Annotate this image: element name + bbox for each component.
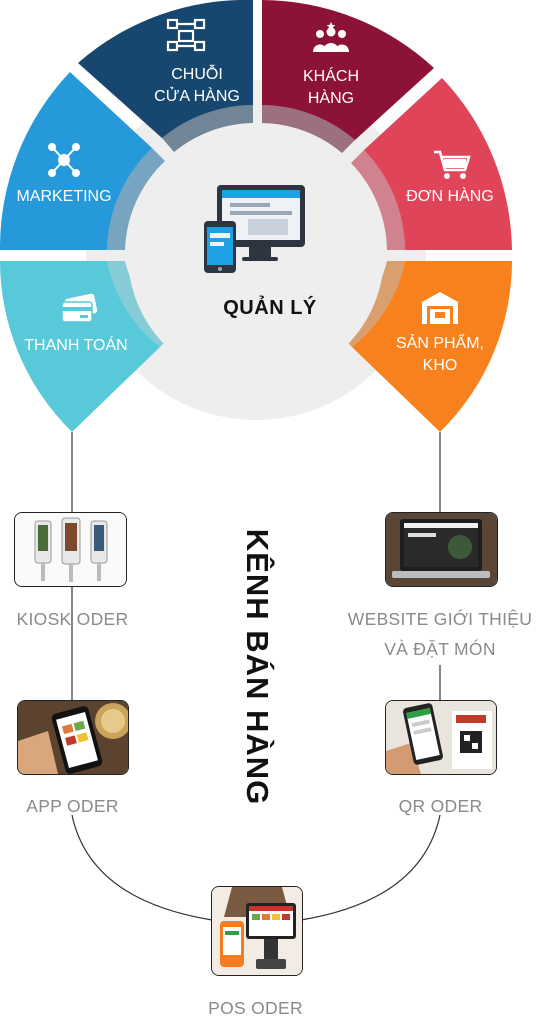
sales-channel-title: KÊNH BÁN HÀNG [240,528,275,806]
desktop-management-icon [204,185,305,273]
segment-label-line2: KHO [422,357,458,374]
kiosk-label: KIOSK ODER [16,609,129,629]
segment-label-line2: CỬA HÀNG [154,88,240,105]
segment-don-hang [364,78,512,250]
inner-band-blue [107,148,165,250]
segment-label-line1: KHÁCH [302,68,359,85]
segment-thanh-toan [0,261,160,432]
pos-terminal-photo [211,886,303,976]
segment-label-line1: ĐƠN HÀNG [406,188,494,205]
segment-chuoi-cua-hang [78,0,253,138]
kiosk-photo [14,512,127,587]
inner-band-navy [162,105,253,152]
warehouse-icon [422,292,458,324]
segment-label-don-hang: ĐƠN HÀNG [375,186,525,208]
segment-san-pham-kho [352,261,512,432]
segment-khach-hang [262,0,434,140]
website-label: WEBSITE GIỚI THIỆU VÀ ĐẶT MÓN [340,604,537,664]
laptop-photo [385,512,498,587]
kiosk-unit [34,517,108,582]
connector-curve [71,814,213,921]
segment-label-line1: CHUỖI [171,66,223,83]
network-icon [48,143,80,177]
segment-label-line2: HÀNG [307,90,355,107]
cart-icon [434,150,471,179]
qr-phone-photo [385,700,497,775]
qr-label: QR ODER [398,796,483,816]
payment-card-icon [61,293,98,323]
center-title: QUẢN LÝ [223,297,317,319]
website-label-line2: VÀ ĐẶT MÓN [384,639,496,659]
segment-label-line1: MARKETING [16,188,112,205]
connector-curve [300,814,441,921]
segment-label-line1: SẢN PHẨM, [395,335,484,352]
segment-label-thanh-toan: THANH TOÁN [1,335,151,357]
app-label: APP ODER [26,796,119,816]
customers-icon [313,22,349,52]
inner-band-maroon [262,105,355,153]
phone-app-photo [17,700,129,775]
pos-label: POS ODER [208,998,303,1018]
segment-label-chuoi-cua-hang: CHUỖI CỬA HÀNG [122,64,272,108]
segment-label-marketing: MARKETING [0,186,139,208]
segment-marketing [0,72,152,250]
website-label-line1: WEBSITE GIỚI THIỆU [347,609,533,629]
inner-band-red [351,150,405,250]
segment-label-line1: THANH TOÁN [24,337,128,354]
store-chain-icon [166,18,206,52]
segment-label-san-pham-kho: SẢN PHẨM, KHO [365,333,515,377]
segment-label-khach-hang: KHÁCH HÀNG [256,66,406,110]
